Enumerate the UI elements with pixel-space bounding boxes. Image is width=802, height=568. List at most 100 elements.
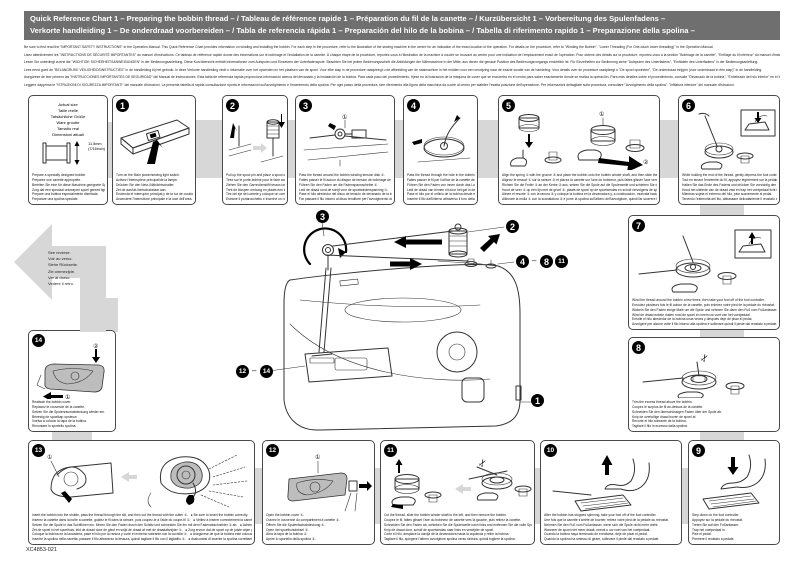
step-number-badge: 6 <box>682 99 695 112</box>
step-number-badge: 1 <box>116 99 129 112</box>
step-box-13: 13 ① Insert the bobbin into the shuttle,… <box>28 440 255 545</box>
flow-connector <box>535 468 540 524</box>
flow-connector <box>255 468 262 524</box>
insert-bobbin-shuttle-illustration: ① <box>47 454 248 508</box>
reattach-bobbin-cover-illustration: ② ① <box>36 343 105 399</box>
step-number-badge: 8 <box>632 341 645 354</box>
step-caption: Step down on the foot controller. Appuye… <box>692 513 743 542</box>
step-caption: While holding the end of the thread, gen… <box>682 173 777 202</box>
callout-badge-1: 1 <box>531 394 544 407</box>
tension-disk-illustration: ① <box>303 114 389 167</box>
callout-badge-12: 12 <box>236 365 249 378</box>
flow-connector <box>108 122 112 178</box>
step-box-6: 6 While holding the end of the thread, g… <box>678 95 780 205</box>
callout-badge-8: 8 <box>540 255 553 268</box>
intro-line-es: Asegúrese de leer primero las "INSTRUCCI… <box>24 75 780 80</box>
press-foot-controller-illustration <box>702 454 766 510</box>
callout-badge-11: 11 <box>555 255 568 268</box>
remove-bobbin-illustration: ✂ <box>391 457 532 509</box>
circled-1-mark: ① <box>342 114 347 121</box>
wind-thread-release-pedal-illustration <box>638 229 772 293</box>
power-switch-illustration <box>120 119 190 164</box>
step-box-9: 9 Step down on the foot controller. Appu… <box>688 440 780 545</box>
circled-1-mark: ① <box>315 454 320 461</box>
circled-2-mark: ② <box>93 343 99 350</box>
step-caption: Pass the thread through the hole in the … <box>407 173 475 202</box>
circled-1-mark: ① <box>65 394 70 399</box>
circled-1-mark: ① <box>47 454 52 461</box>
step-number-badge: 11 <box>384 444 397 457</box>
intro-text-block: Be sure to first read the "IMPORTANT SAF… <box>24 44 780 92</box>
flow-connector <box>700 330 744 337</box>
flow-connector <box>288 120 295 178</box>
callout-dash: – <box>532 256 537 265</box>
intro-line-de: Lesen Sie unbedingt zuerst die "WICHTIGE… <box>24 60 759 65</box>
step-box-5: 5 ① ② Align the spring ① with the groove… <box>498 95 660 205</box>
step-caption: Reattach the bobbin cover. Replacez le c… <box>32 400 105 429</box>
step-caption: Align the spring ① with the groove ② and… <box>502 173 657 202</box>
chart-title-line2: Verkorte handleiding 1 – De onderdraad v… <box>30 26 695 35</box>
step-caption: Pass the thread around the bobbin windin… <box>299 173 392 202</box>
step-box-14: 14 ② ① Reattach the bobbin cover. Replac… <box>28 330 116 432</box>
step-number-badge: 2 <box>226 99 239 112</box>
step-number-badge: 5 <box>502 99 515 112</box>
flow-connector <box>700 205 744 215</box>
step-box-4: 4 Pass the thread through the hole in th… <box>403 95 478 205</box>
step-box-7: 7 Wind the thread around the bobbin a fe… <box>628 215 780 330</box>
circled-2-mark: ② <box>643 159 649 166</box>
flow-connector <box>660 120 678 178</box>
step-box-12: 12 ① Open the bobbin cover ①. Ouvrez le … <box>262 440 375 545</box>
bobbin-actual-size-diagram <box>42 141 80 165</box>
trim-thread-illustration: ✂ <box>642 352 745 398</box>
step-caption: Pull up the spool pin and place a spool … <box>226 173 285 202</box>
part-number: XC4853-021 <box>26 547 57 553</box>
see-reverse-label: See reverse. Voir au verso. Siehe Rückse… <box>48 250 79 287</box>
see-reverse-arrow: See reverse. Voir au verso. Siehe Rückse… <box>12 220 122 332</box>
step-box-2: 2 Pull up the spool pin and place a spoo… <box>222 95 288 205</box>
spool-pin-illustration <box>228 114 285 163</box>
actual-size-box: Actual size Taille réelle Tatsächliche G… <box>28 95 108 205</box>
release-foot-controller-illustration <box>552 455 650 512</box>
chart-title-bar: Quick Reference Chart 1 – Preparing the … <box>24 11 780 40</box>
flow-connector <box>478 120 498 178</box>
flow-connector <box>375 468 380 524</box>
step-number-badge: 12 <box>266 444 279 457</box>
intro-line-en: Be sure to first read the "IMPORTANT SAF… <box>24 45 714 49</box>
step-box-3: 3 ① Pass the thread around the bobbin wi… <box>295 95 395 205</box>
open-bobbin-cover-illustration: ① <box>287 454 372 512</box>
step-caption: Wind the thread around the bobbin a few … <box>632 298 777 327</box>
step-caption: Insert the bobbin into the shuttle, pass… <box>32 513 252 542</box>
step-caption: Cut the thread, slide the bobbin winder … <box>384 513 532 542</box>
step-caption: Open the bobbin cover ①. Ouvrez le couve… <box>266 513 340 542</box>
step-box-11: 11 ✂ Cut the thread, slide the bobbin wi… <box>380 440 535 545</box>
step-number-badge: 7 <box>632 219 645 232</box>
flow-connector <box>395 120 403 178</box>
step-number-badge: 3 <box>299 99 312 112</box>
callout-badge-2: 2 <box>506 220 519 233</box>
step-number-badge: 13 <box>32 444 45 457</box>
step-box-10: 10 After the bobbin has stopped spinning… <box>540 440 682 545</box>
actual-size-caption: Prepare a specially designed bobbin. Pré… <box>32 173 105 202</box>
step-number-badge: 4 <box>407 99 420 112</box>
callout-badge-4: 4 <box>516 255 529 268</box>
flow-connector <box>682 468 688 524</box>
intro-line-it: Leggere dapprima le "ISTRUZIONI DI SICUR… <box>24 82 735 87</box>
callout-badge-14: 14 <box>260 365 273 378</box>
callout-dash: – <box>252 366 257 375</box>
sewing-machine-diagram <box>261 221 533 431</box>
step-caption: Turn on the Main power/sewing light swit… <box>116 173 193 202</box>
circled-1-mark: ① <box>599 111 604 118</box>
intro-line-nl: Lees eerst goed de "BELANGRIJKE VEILIGHE… <box>24 67 763 72</box>
flow-connector <box>52 432 92 440</box>
bobbin-thread-hole-illustration <box>412 115 471 163</box>
step-number-badge: 9 <box>692 444 705 457</box>
scissors-icon: ✂ <box>699 352 713 365</box>
actual-size-labels: Actual size Taille réelle Tatsächliche G… <box>50 102 86 137</box>
step-box-1: 1 Turn on the Main power/sewing light sw… <box>112 95 196 205</box>
callout-badge-3: 3 <box>316 210 329 223</box>
step-box-8: 8 ✂ Trim the excess thread above the bob… <box>628 337 780 432</box>
flow-connector <box>196 120 222 178</box>
bobbin-dimension-label: 11.5mm (7/16inch) <box>88 142 105 151</box>
hold-thread-depress-pedal-illustration <box>698 109 776 170</box>
